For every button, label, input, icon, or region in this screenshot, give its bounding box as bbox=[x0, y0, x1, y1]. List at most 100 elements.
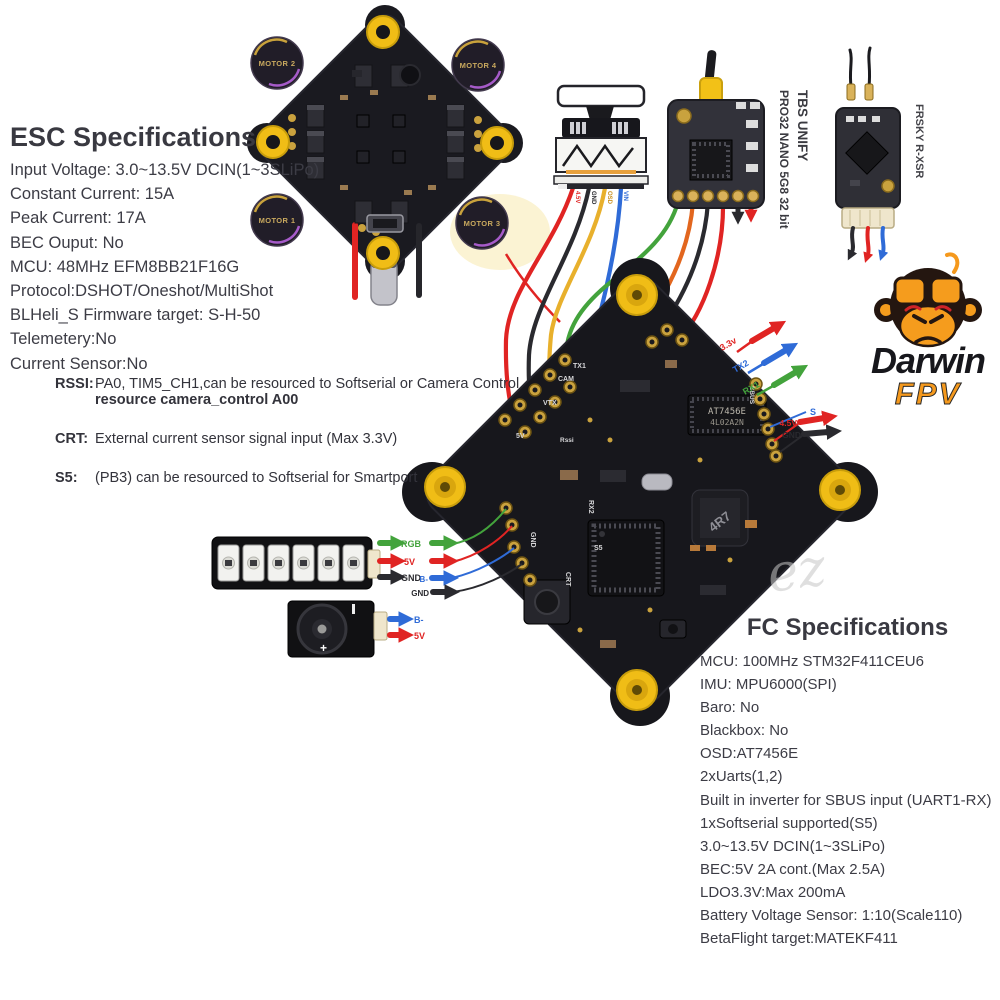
motor-label: MOTOR 2 bbox=[259, 59, 296, 68]
stub-label-4v5: 4.5V bbox=[780, 418, 798, 428]
spec-line: MCU: 48MHz EFM8BB21F16G bbox=[10, 257, 240, 276]
led-label-gnd2: GND bbox=[411, 589, 429, 598]
buzzer-polarity: + bbox=[320, 641, 327, 655]
led-label-5v: 5V bbox=[404, 557, 415, 567]
spec-line: 2xUarts(1,2) bbox=[700, 768, 783, 786]
brand-monkey-icon bbox=[874, 252, 982, 348]
spec-line: BLHeli_S Firmware target: S-H-50 bbox=[10, 306, 261, 325]
motor-badge-2: MOTOR 2 bbox=[250, 36, 304, 90]
esc-components bbox=[288, 64, 482, 236]
stub-4v5 bbox=[797, 410, 838, 426]
wire-rx-gnd bbox=[847, 226, 858, 261]
svg-text:S5: S5 bbox=[594, 545, 603, 552]
note-label: S5: bbox=[55, 470, 78, 486]
spec-line: OSD:AT7456E bbox=[700, 745, 799, 763]
note-crt: CRT: External current sensor signal inpu… bbox=[55, 431, 397, 447]
vtx-title-line1: TBS UNIFY bbox=[795, 90, 810, 161]
led-strip-wiring: RGB 5V GND B- GND bbox=[377, 508, 523, 600]
stub-3v3 bbox=[749, 320, 787, 344]
fc-specs-panel: FC Specifications MCU: 100MHz STM32F411C… bbox=[700, 614, 995, 950]
spec-line: Baro: No bbox=[700, 699, 760, 717]
esc-grommets bbox=[256, 15, 514, 270]
led-cells bbox=[217, 544, 365, 582]
note-s5: S5: (PB3) can be resourced to Softserial… bbox=[55, 470, 417, 486]
fc-grommets bbox=[424, 274, 861, 711]
brand-word-darwin: Darwin bbox=[870, 340, 986, 381]
osd-chip-label: AT7456E bbox=[708, 407, 746, 417]
esc-board bbox=[247, 5, 561, 323]
osd-chip-label2: 4L02A2N bbox=[710, 418, 744, 427]
stub-label-gnd: GND bbox=[782, 430, 801, 440]
svg-text:CAM: CAM bbox=[558, 376, 574, 383]
spec-line: MCU: 100MHz STM32F411CEU6 bbox=[700, 653, 924, 670]
svg-text:RX2: RX2 bbox=[587, 500, 594, 514]
wire-vtx-smartaudio bbox=[563, 199, 681, 360]
spec-line: BEC:5V 2A cont.(Max 2.5A) bbox=[700, 860, 886, 878]
receiver-title: FRSKY R-XSR bbox=[913, 104, 925, 178]
motor-label: MOTOR 4 bbox=[460, 61, 497, 70]
note-text: PA0, TIM5_CH1,can be resourced to Softse… bbox=[95, 376, 520, 392]
fc-specs-title: FC Specifications bbox=[746, 614, 949, 641]
note-text-bold: resource camera_control A00 bbox=[95, 392, 299, 408]
svg-text:GND: GND bbox=[529, 532, 536, 548]
buzzer-label-bz: B- bbox=[414, 615, 424, 625]
camera-wire-label: OSD bbox=[606, 191, 612, 205]
motor-label: MOTOR 3 bbox=[464, 219, 501, 228]
watermark-text: ez bbox=[763, 537, 830, 605]
stub-tx2 bbox=[761, 342, 799, 366]
svg-text:TX1: TX1 bbox=[573, 363, 586, 370]
led-label-bz: B- bbox=[420, 575, 429, 584]
spec-line: 1xSoftserial supported(S5) bbox=[700, 814, 878, 832]
receiver-module bbox=[835, 46, 901, 263]
note-label: CRT: bbox=[55, 431, 89, 447]
camera-module: 4.5V GND OSD VIN bbox=[553, 84, 649, 205]
motor-badge-4: MOTOR 4 bbox=[451, 38, 505, 92]
svg-text:SBUS: SBUS bbox=[748, 386, 755, 405]
spec-line: IMU: MPU6000(SPI) bbox=[700, 676, 837, 694]
stub-rx1 bbox=[771, 364, 809, 388]
fc-pad-labels: 5V VTX CAM TX1 Rssi GND RX2 S5 CRT SBUS bbox=[516, 363, 755, 587]
brand-word-fpv: FPV bbox=[894, 376, 962, 412]
stub-label-3v3: 3.3v bbox=[718, 335, 738, 352]
note-text: External current sensor signal input (Ma… bbox=[95, 431, 398, 447]
wire-rx-sbus bbox=[878, 226, 889, 261]
fc-components: AT7456E 4L02A2N 4R7 bbox=[523, 360, 767, 648]
esc-pcb bbox=[256, 14, 514, 272]
fc-pads bbox=[498, 323, 783, 587]
wire-rx-power bbox=[863, 226, 874, 263]
spec-line: 3.0~13.5V DCIN(1~3SLiPo) bbox=[700, 837, 886, 855]
svg-text:5V: 5V bbox=[516, 433, 525, 440]
svg-text:CRT: CRT bbox=[564, 572, 571, 587]
note-text: (PB3) can be resourced to Softserial for… bbox=[95, 470, 418, 486]
svg-text:VTX: VTX bbox=[543, 400, 557, 407]
camera-wire-label: GND bbox=[590, 191, 596, 205]
led-label-gnd: GND bbox=[401, 573, 422, 583]
motor-badge-3: MOTOR 3 bbox=[455, 196, 509, 250]
spec-line: Protocol:DSHOT/Oneshot/MultiShot bbox=[10, 282, 274, 301]
spec-line: Current Sensor:No bbox=[10, 354, 148, 373]
esc-specs-title: ESC Specifications bbox=[10, 122, 257, 152]
camera-wire-label: 4.5V bbox=[574, 191, 580, 203]
vtx-title-line2: PRO32 NANO 5G8 32 bit bbox=[777, 90, 791, 229]
note-label: RSSI: bbox=[55, 376, 94, 392]
motor-badge-1: MOTOR 1 bbox=[250, 193, 304, 247]
svg-text:Rssi: Rssi bbox=[560, 437, 574, 444]
stub-label-sbus: S bbox=[810, 407, 816, 417]
esc-specs-panel: ESC Specifications Input Voltage: 3.0~13… bbox=[10, 122, 319, 376]
spec-line: LDO3.3V:Max 200mA bbox=[700, 883, 846, 901]
buzzer-label-5v: 5V bbox=[414, 631, 425, 641]
spec-line: Constant Current: 15A bbox=[10, 185, 175, 204]
stub-gnd bbox=[801, 424, 842, 440]
buzzer: + B- 5V bbox=[287, 600, 425, 658]
motor-label: MOTOR 1 bbox=[259, 216, 296, 225]
spec-line: BEC Ouput: No bbox=[10, 233, 124, 252]
spec-line: Built in inverter for SBUS input (UART1-… bbox=[700, 791, 992, 809]
spec-line: Blackbox: No bbox=[700, 722, 789, 740]
spec-line: Battery Voltage Sensor: 1:10(Scale110) bbox=[700, 907, 963, 925]
led-strip bbox=[211, 536, 381, 590]
led-label-rgb: RGB bbox=[401, 539, 422, 549]
note-rssi: RSSI: PA0, TIM5_CH1,can be resourced to … bbox=[55, 376, 519, 408]
camera-wire-label: VIN bbox=[622, 191, 628, 201]
